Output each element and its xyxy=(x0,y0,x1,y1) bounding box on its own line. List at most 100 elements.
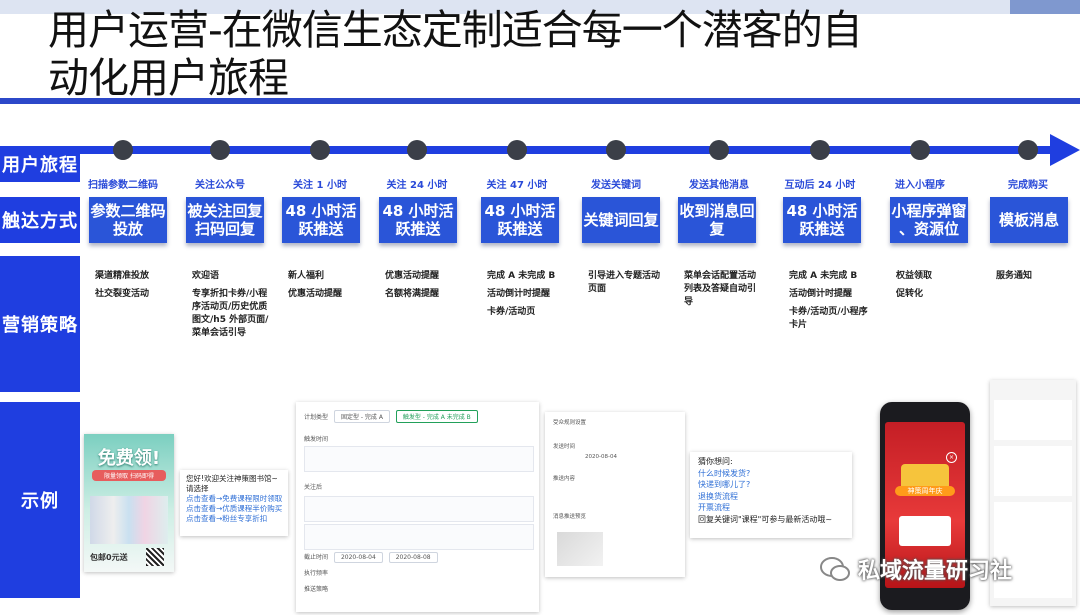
touch-method-label: 模板消息 xyxy=(998,211,1059,229)
poster-headline: 免费领! xyxy=(97,448,161,469)
detail-date: 2020-08-04 xyxy=(585,454,617,460)
strategy-item: 专享折扣卡券/小程 序活动页/历史优质 图文/h5 外部页面/ 菜单会话引导 xyxy=(192,289,269,338)
touch-method-label: 关键词回复 xyxy=(583,211,659,229)
timeline-bar xyxy=(80,146,1055,154)
poster-products-image xyxy=(90,496,168,544)
wechat-icon xyxy=(820,557,850,581)
strategy-item: 优惠活动提醒 xyxy=(385,271,440,281)
row-label-touch: 触达方式 xyxy=(0,197,80,243)
touch-method-box: 参数二维码 投放 xyxy=(89,197,167,243)
touch-method-box: 关键词回复 xyxy=(582,197,660,243)
poster-subline: 限量领取 扫码即得 xyxy=(92,470,166,481)
touch-method-label: 48 小时活 跃推送 xyxy=(484,202,556,238)
touch-method-label: 48 小时活 跃推送 xyxy=(285,202,357,238)
start-date-input[interactable]: 2020-08-04 xyxy=(333,552,383,563)
strategy-item: 完成 A 未完成 B xyxy=(789,271,858,281)
welcome-link[interactable]: 点击查看→免费课程限时领取 xyxy=(186,494,283,503)
step-title: 关注 47 小时 xyxy=(486,180,548,191)
faq-footer: 回复关键词"课程"可参与最新活动哦~ xyxy=(698,514,833,524)
touch-method-label: 收到消息回复 xyxy=(679,202,755,238)
step-title: 发送关键词 xyxy=(591,180,641,191)
timeline-dot xyxy=(910,140,930,160)
timeline-dot xyxy=(1018,140,1038,160)
touch-method-label: 48 小时活 跃推送 xyxy=(786,202,858,238)
touch-method-label: 参数二维码 投放 xyxy=(90,202,166,238)
detail-line: 推送内容 xyxy=(553,476,576,482)
poster-bottom-text: 包邮0元送 xyxy=(90,553,128,562)
welcome-link[interactable]: 点击查看→粉丝专享折扣 xyxy=(186,514,268,523)
faq-link[interactable]: 开票流程 xyxy=(698,503,730,512)
timeline-dot xyxy=(113,140,133,160)
form-row-trigger: 触发时间 xyxy=(304,436,329,443)
step-title: 扫描参数二维码 xyxy=(88,180,158,191)
popup-coupon-card[interactable] xyxy=(899,516,951,546)
strategy-item: 社交裂变活动 xyxy=(95,289,150,299)
example-keyword-reply: 猜你想问: 什么时候发货? 快递到哪儿了? 退换货流程 开票流程 回复关键词"课… xyxy=(690,452,852,538)
timeline-dot xyxy=(606,140,626,160)
strategy-list: 优惠活动提醒名额将满提醒 xyxy=(385,270,477,306)
step-title: 关注 24 小时 xyxy=(386,180,448,191)
touch-method-box: 模板消息 xyxy=(990,197,1068,243)
timeline-dot xyxy=(210,140,230,160)
touch-method-box: 被关注回复 扫码回复 xyxy=(186,197,264,243)
faq-question: 猜你想问: xyxy=(698,457,733,466)
strategy-item: 欢迎语 xyxy=(192,271,220,281)
qr-code-icon xyxy=(146,548,164,566)
example-miniprogram-popup-phone: × 神策周年庆 xyxy=(880,402,970,610)
timeline-dot xyxy=(709,140,729,160)
top-strip xyxy=(0,0,1080,14)
strategy-item: 优惠活动提醒 xyxy=(288,289,343,299)
strategy-item: 促转化 xyxy=(896,289,924,299)
strategy-item: 新人福利 xyxy=(288,271,325,281)
example-push-detail: 受众规则设置 发送时间 2020-08-04 推送内容 消息推送预览 xyxy=(545,412,685,577)
touch-method-label: 48 小时活 跃推送 xyxy=(382,202,454,238)
close-icon[interactable]: × xyxy=(946,452,957,463)
strategy-item: 卡券/活动页/小程序 卡片 xyxy=(789,307,868,330)
timeline-dot xyxy=(407,140,427,160)
template-block xyxy=(994,446,1072,496)
step-title: 完成购买 xyxy=(1008,180,1048,191)
watermark: 私域流量研习社 xyxy=(820,552,1070,586)
touch-method-label: 小程序弹窗 、资源位 xyxy=(891,202,967,238)
strategy-item: 引导进入专题活动 页面 xyxy=(588,271,661,294)
welcome-greeting: 您好!欢迎关注神策图书馆~ xyxy=(186,474,278,483)
slide-title: 用户运营-在微信生态定制适合每一个潜客的自 动化用户旅程 xyxy=(48,6,863,102)
strategy-list: 欢迎语专享折扣卡券/小程 序活动页/历史优质 图文/h5 外部页面/ 菜单会话引… xyxy=(192,270,284,345)
example-template-message xyxy=(990,380,1076,606)
row-label-strategy: 营销策略 xyxy=(0,256,80,392)
strategy-item: 服务通知 xyxy=(996,271,1033,281)
form-row-after-follow: 关注后 xyxy=(304,484,323,491)
form-row-deadline: 截止时间 2020-08-04 2020-08-08 xyxy=(304,552,438,563)
detail-line: 发送时间 xyxy=(553,444,576,450)
form-condition-block xyxy=(304,524,534,550)
welcome-link[interactable]: 点击查看→优质课程半价购买 xyxy=(186,504,283,513)
plan-type-option-selected[interactable]: 触发型 - 完成 A 未完成 B xyxy=(395,410,478,423)
form-condition-block xyxy=(304,446,534,472)
faq-link[interactable]: 退换货流程 xyxy=(698,491,738,501)
row-label-example: 示例 xyxy=(0,402,80,598)
form-condition-block xyxy=(304,496,534,522)
strategy-item: 完成 A 未完成 B xyxy=(487,271,556,281)
plan-type-option[interactable]: 固定型 - 完成 A xyxy=(333,410,390,423)
detail-line: 消息推送预览 xyxy=(553,514,587,520)
title-rule xyxy=(0,98,1080,104)
faq-link[interactable]: 什么时候发货? xyxy=(698,468,751,478)
faq-link[interactable]: 快递到哪儿了? xyxy=(698,480,751,489)
form-row-frequency: 执行频率 xyxy=(304,570,329,577)
timeline-dot xyxy=(507,140,527,160)
detail-line: 受众规则设置 xyxy=(553,420,587,426)
template-block xyxy=(994,400,1072,440)
end-date-input[interactable]: 2020-08-08 xyxy=(388,552,438,563)
strategy-item: 菜单会话配置活动 列表及答疑自动引 导 xyxy=(684,271,757,307)
step-title: 发送其他消息 xyxy=(689,180,749,191)
popup-banner: 神策周年庆 xyxy=(895,486,955,496)
detail-preview-image xyxy=(557,532,603,566)
step-title: 关注公众号 xyxy=(195,180,245,191)
timeline-dot xyxy=(810,140,830,160)
strategy-list: 渠道精准投放社交裂变活动 xyxy=(95,270,187,306)
strategy-item: 活动倒计时提醒 xyxy=(487,289,551,299)
strategy-item: 权益领取 xyxy=(896,271,933,281)
strategy-item: 名额将满提醒 xyxy=(385,289,440,299)
